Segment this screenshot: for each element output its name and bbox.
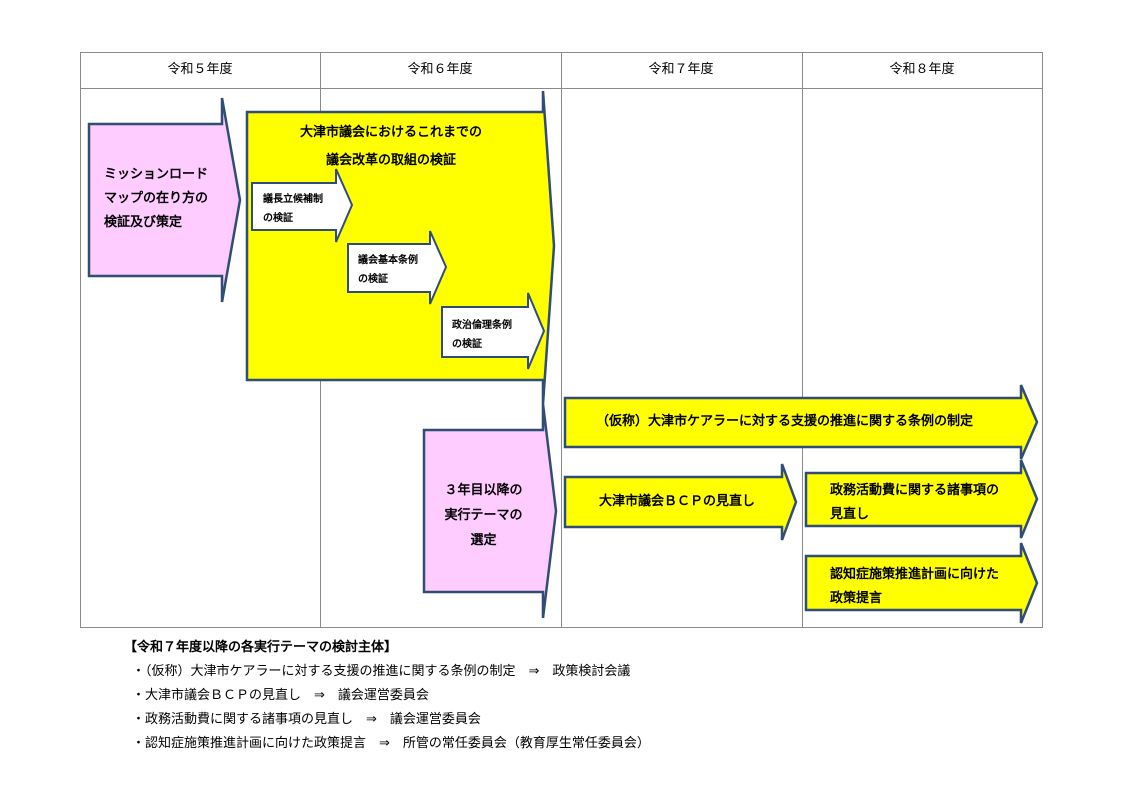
notes-item: ・認知症施策推進計画に向けた政策提言 ⇒ 所管の常任委員会（教育厚生常任委員会） (132, 736, 650, 751)
activity-expenses-label: 政務活動費に関する諸事項の 見直し (830, 483, 1000, 522)
ethics-ordinance-arrow (441, 292, 546, 370)
year-header-r6: 令和６年度 (407, 62, 473, 77)
mission-roadmap-label: ミッションロード マップの在り方の 検証及び策定 (104, 167, 209, 231)
bcp-review-label: 大津市議会ＢＣＰの見直し (599, 494, 756, 509)
themes-selection-arrow (422, 403, 558, 619)
ethics-ordinance-label: 政治倫理条例 の検証 (452, 320, 512, 350)
dementia-policy-arrow (804, 542, 1039, 624)
column-divider (561, 52, 562, 628)
basic-ordinance-arrow (347, 230, 448, 305)
column-divider (802, 52, 803, 628)
chairman-candidacy-arrow (251, 168, 354, 243)
bcp-review-arrow (563, 463, 798, 541)
carer-ordinance-arrow (563, 384, 1039, 460)
themes-selection-label: ３年目以降の 実行テーマの 選定 (444, 483, 523, 548)
dementia-policy-label: 認知症施策推進計画に向けた 政策提言 (830, 567, 1000, 606)
notes-item: ・政務活動費に関する諸事項の見直し ⇒ 議会運営委員会 (132, 712, 481, 727)
notes-item: ・（仮称）大津市ケアラーに対する支援の推進に関する条例の制定 ⇒ 政策検討会議 (132, 664, 631, 679)
year-header-r5: 令和５年度 (167, 62, 233, 77)
basic-ordinance-label: 議会基本条例 の検証 (358, 255, 418, 285)
year-header-r7: 令和７年度 (648, 62, 714, 77)
chairman-candidacy-label: 議長立候補制 の検証 (263, 194, 323, 224)
reform-review-label: 大津市議会におけるこれまでの 議会改革の取組の検証 (300, 125, 483, 168)
year-header-r8: 令和８年度 (889, 62, 955, 77)
notes-item: ・大津市議会ＢＣＰの見直し ⇒ 議会運営委員会 (132, 688, 429, 703)
activity-expenses-arrow (804, 459, 1039, 539)
notes-title: 【令和７年度以降の各実行テーマの検討主体】 (124, 640, 398, 655)
notes-section: 【令和７年度以降の各実行テーマの検討主体】 ・（仮称）大津市ケアラーに対する支援… (124, 636, 650, 756)
carer-ordinance-label: （仮称）大津市ケアラーに対する支援の推進に関する条例の制定 (596, 414, 974, 429)
mission-roadmap-arrow (87, 97, 242, 303)
